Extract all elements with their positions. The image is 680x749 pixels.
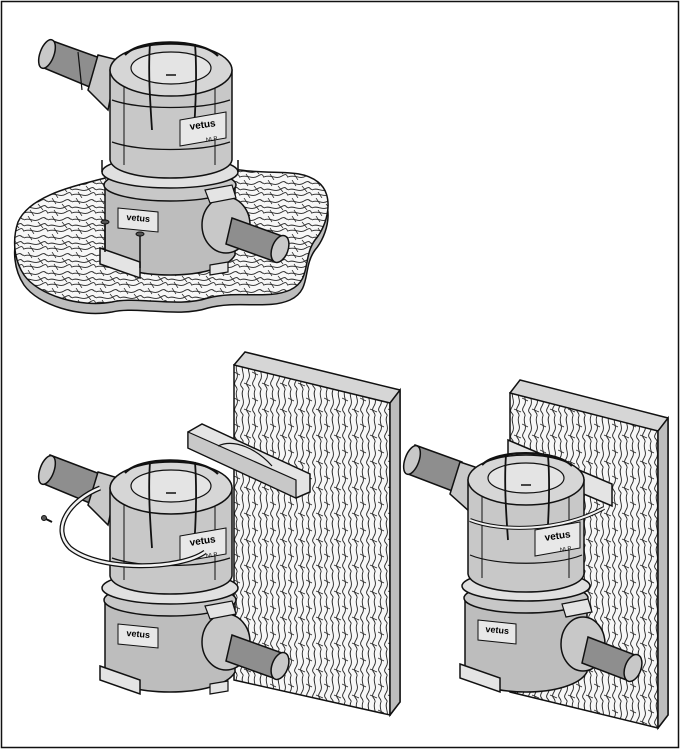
brand-label-upper: vetus [544, 529, 572, 544]
model-label-upper: NLP [560, 546, 572, 554]
model-label-upper: NLP [206, 552, 218, 560]
muffler: vetus NLP vetus [37, 38, 290, 280]
view-wall-mount-strap: vetus NLP vetus [37, 351, 401, 718]
brand-label-lower: vetus [485, 624, 509, 636]
brand-label-upper: vetus [189, 118, 217, 133]
brand-label-lower: vetus [126, 212, 150, 224]
muffler: vetus NLP vetus [402, 444, 643, 694]
view-floor-mount: vetus NLP vetus [13, 38, 329, 315]
brand-label-lower: vetus [126, 628, 150, 640]
model-label-upper: NLP [206, 136, 218, 144]
brand-label-upper: vetus [189, 534, 217, 549]
view-wall-mount-installed: vetus NLP vetus [402, 379, 669, 731]
